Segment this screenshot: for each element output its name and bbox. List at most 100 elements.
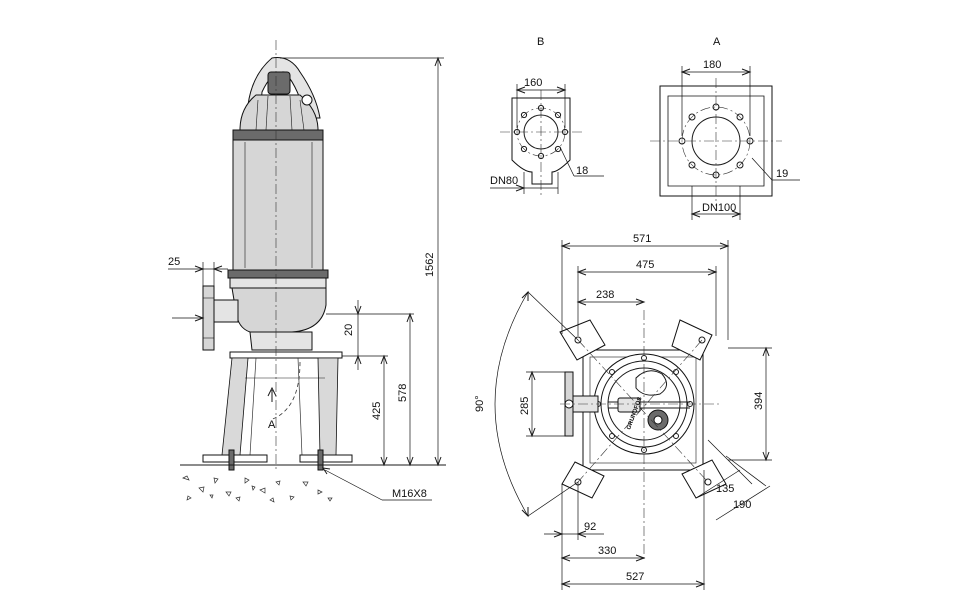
view-a: A 180 19 DN100	[650, 36, 800, 220]
dim-425-arrow-top	[380, 354, 388, 365]
m16-leader-arrow	[321, 467, 331, 475]
dim-20-label: 20	[343, 324, 355, 336]
dim-425-label: 425	[371, 402, 383, 420]
dim-330-arrow-l	[560, 554, 571, 562]
dim-92-arrow-l	[553, 530, 564, 538]
b-bolt-hole-1	[520, 111, 528, 119]
b-18-label: 18	[576, 165, 588, 177]
plan-diag-1	[577, 339, 709, 483]
stand-top-plate	[229, 351, 343, 359]
motor-top-cone	[239, 94, 319, 131]
dim-527-arrow-l	[560, 580, 571, 588]
plan-foot-hole-br	[704, 478, 712, 486]
seal-housing	[229, 277, 327, 289]
cone-rib-3	[265, 95, 269, 131]
a-19-label: 19	[776, 168, 788, 180]
dim-578-arrow-bot	[406, 456, 414, 467]
dim-285-arrow-b	[528, 427, 536, 438]
dim-475-arrow-l	[576, 268, 587, 276]
dim-135-label: 135	[716, 483, 734, 495]
dim-25-arrow-b	[212, 265, 223, 273]
dim-527-arrow-r	[695, 580, 706, 588]
a-dn-arrow-r	[731, 210, 742, 218]
side-view-arrow-label: A	[268, 419, 276, 431]
pump-side-view: A	[180, 40, 446, 503]
side-view-dimensions: 1562 578 425 20 25 M16X8	[168, 56, 444, 501]
discharge-pipe	[213, 299, 239, 323]
dim-90-ext-t	[527, 291, 579, 341]
dim-330-arrow-r	[635, 554, 646, 562]
dim-90-ext-b	[527, 481, 579, 517]
dim-1562-label: 1562	[424, 253, 436, 277]
motor-top-flange	[232, 129, 324, 141]
plan-cable-entry	[635, 370, 667, 396]
a-bolt-hole-1	[678, 137, 686, 145]
dim-571-arrow-r	[719, 242, 730, 250]
dim-135-ext	[695, 469, 741, 499]
view-a-label: A	[713, 36, 721, 48]
dim-1562-arrow-bot	[434, 456, 442, 467]
dim-394-label: 394	[753, 392, 765, 410]
dim-425-arrow-bot	[380, 456, 388, 467]
plan-foot-hole-tr	[698, 336, 706, 344]
b-bolt-hole-3	[520, 145, 528, 153]
dim-20-arrow-top	[354, 305, 362, 316]
plan-lifting-eye	[617, 397, 641, 413]
plan-terminal-inner	[653, 415, 663, 425]
plan-casing-bolt-8	[673, 433, 679, 439]
plan-dimensions: 571 475 238 285 394 90°	[474, 233, 772, 590]
a-180-arrow-r	[741, 68, 752, 76]
discharge-flange	[202, 285, 215, 351]
stand-left-leg	[221, 357, 249, 456]
a-bolt-hole-5	[688, 113, 696, 121]
motor-bottom-flange	[227, 269, 329, 279]
a-19-leader	[751, 157, 773, 181]
dim-578-label: 578	[397, 384, 409, 402]
plan-foot-tr	[671, 319, 713, 361]
a-dn-arrow-l	[690, 210, 701, 218]
a-bolt-hole-6	[736, 113, 744, 121]
dim-25-label: 25	[168, 256, 180, 268]
anchor-bolt-right	[317, 449, 324, 471]
dim-1562-arrow-top	[434, 56, 442, 67]
dim-238-arrow-r	[635, 298, 646, 306]
dim-190-ext	[725, 455, 767, 487]
anchor-bolt-left	[228, 449, 235, 471]
plan-foot-tl	[559, 319, 606, 361]
dim-394-arrow-t	[762, 346, 770, 357]
m16-leader	[324, 469, 383, 501]
inlet-housing	[249, 331, 313, 351]
dim-135-line	[707, 439, 753, 485]
outlet-arrow-head	[194, 314, 205, 322]
a-dn-label: DN100	[702, 202, 736, 214]
b-dn-arrow	[515, 184, 526, 192]
stand-inner-leg	[249, 357, 303, 456]
gravel-pattern	[182, 475, 333, 503]
foot-left	[202, 454, 268, 463]
dim-25-arrow-a	[194, 265, 205, 273]
dim-92-arrow-r	[576, 530, 587, 538]
b-160-arrow-l	[515, 86, 526, 94]
a-bolt-hole-7	[688, 161, 696, 169]
inlet-flow-curve	[269, 361, 301, 421]
plan-casing-bolt-7	[609, 433, 615, 439]
cone-rib-2	[299, 99, 305, 131]
plan-diag-2	[577, 339, 703, 483]
b-160-arrow-r	[556, 86, 567, 94]
view-b-label: B	[537, 36, 544, 48]
inlet-flow-arrow	[267, 386, 277, 402]
dim-190-label: 190	[733, 499, 751, 511]
dim-475-label: 475	[636, 259, 654, 271]
dim-394-arrow-b	[762, 451, 770, 462]
dim-90-arc	[494, 291, 529, 517]
lifting-eye	[267, 71, 291, 95]
dim-20-arrow-bot	[354, 354, 362, 365]
dim-571-arrow-l	[560, 242, 571, 250]
dim-330-label: 330	[598, 545, 616, 557]
plan-casing-bolt-5	[609, 369, 615, 375]
dim-475-arrow-r	[707, 268, 718, 276]
anchor-bolt-label: M16X8	[392, 488, 427, 500]
foot-right	[299, 454, 353, 463]
dim-92-label: 92	[584, 521, 596, 533]
dim-238-label: 238	[596, 289, 614, 301]
